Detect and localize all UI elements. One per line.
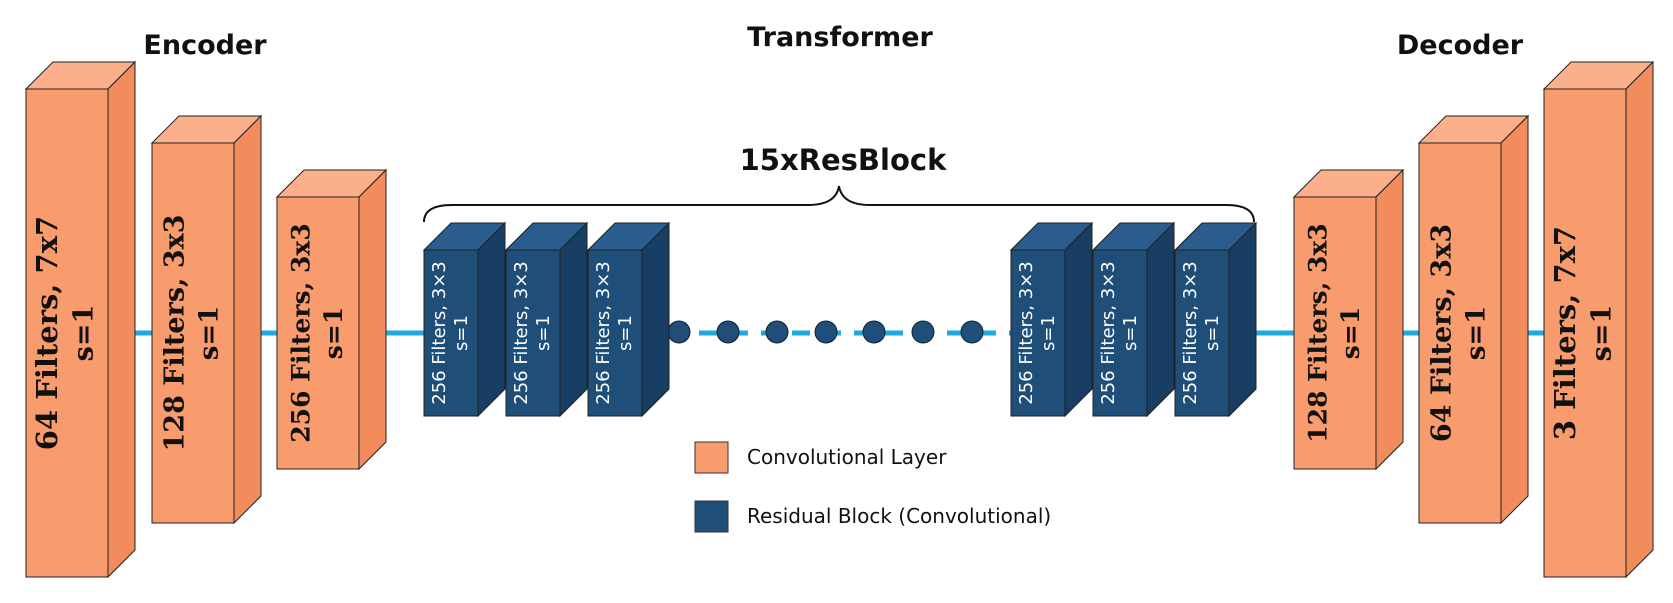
ellipsis-dot	[765, 320, 789, 344]
resblock-group-label: 15xResBlock	[740, 143, 947, 177]
legend-swatch-conv	[694, 441, 729, 474]
resblock-right-1-label-line1: 256 Filters, 3×3	[1016, 261, 1037, 404]
resblock-right-2-front-face	[1092, 249, 1148, 417]
decoder-conv-layer-2-label-line1: 64 Filters, 3x3	[1427, 224, 1458, 442]
resblock-brace	[423, 185, 1255, 223]
resblock-right-3-label-line2: s=1	[1202, 315, 1223, 351]
ellipsis-dot	[862, 320, 886, 344]
encoder-conv-layer-2-label-line1: 128 Filters, 3x3	[160, 215, 191, 452]
encoder-conv-layer-1-front-face	[25, 88, 109, 578]
decoder-conv-layer-1-label-line1: 128 Filters, 3x3	[1303, 223, 1332, 442]
encoder-conv-layer-2-label-line2: s=1	[195, 306, 225, 361]
encoder-conv-layer-3-side-face	[358, 168, 387, 471]
encoder-conv-layer-3-label-line1: 256 Filters, 3x3	[286, 223, 315, 442]
decoder-conv-layer-2-label-line2: s=1	[1462, 306, 1492, 361]
encoder-conv-layer-1-side-face	[107, 60, 136, 579]
resblock-right-1-side-face	[1064, 221, 1093, 418]
resblock-left-1-front-face	[423, 249, 479, 417]
ellipsis-dot	[960, 320, 984, 344]
legend-label-conv: Convolutional Layer	[747, 445, 947, 469]
ellipsis-dot	[911, 320, 935, 344]
ellipsis-dot	[667, 320, 691, 344]
ellipsis-dot	[814, 320, 838, 344]
decoder-conv-layer-2-side-face	[1500, 114, 1529, 525]
resblock-left-2-side-face	[559, 221, 588, 418]
resblock-right-3-label-line1: 256 Filters, 3×3	[1180, 261, 1201, 404]
resblock-left-1-label-line2: s=1	[451, 315, 472, 351]
encoder-conv-layer-1-label-line1: 64 Filters, 7x7	[30, 216, 64, 450]
ellipsis-dot	[716, 320, 740, 344]
legend-swatch-res	[694, 500, 729, 533]
decoder-conv-layer-3-label-line2: s=1	[1587, 305, 1618, 362]
resblock-right-3-front-face	[1174, 249, 1230, 417]
decoder-conv-layer-1-label-line2: s=1	[1336, 307, 1365, 359]
decoder-title: Decoder	[1397, 30, 1524, 61]
encoder-conv-layer-1-label-line2: s=1	[69, 305, 100, 362]
decoder-conv-layer-3-front-face	[1543, 88, 1627, 578]
decoder-conv-layer-3-side-face	[1625, 60, 1654, 579]
decoder-conv-layer-2-front-face	[1418, 142, 1502, 524]
resblock-right-2-side-face	[1146, 221, 1175, 418]
resblock-right-1-label-line2: s=1	[1038, 315, 1059, 351]
encoder-conv-layer-3-front-face	[276, 196, 360, 470]
resblock-left-3-label-line1: 256 Filters, 3×3	[593, 261, 614, 404]
resblock-left-3-front-face	[587, 249, 643, 417]
decoder-conv-layer-1-side-face	[1375, 168, 1404, 471]
transformer-title: Transformer	[747, 22, 933, 53]
resblock-left-1-label-line1: 256 Filters, 3×3	[429, 261, 450, 404]
resblock-left-2-front-face	[505, 249, 561, 417]
encoder-title: Encoder	[143, 30, 267, 61]
resblock-left-1-side-face	[477, 221, 506, 418]
encoder-conv-layer-2-front-face	[151, 142, 235, 524]
resblock-left-3-side-face	[641, 221, 670, 418]
resblock-right-1-front-face	[1010, 249, 1066, 417]
resblock-left-3-label-line2: s=1	[615, 315, 636, 351]
encoder-conv-layer-2-side-face	[233, 114, 262, 525]
encoder-conv-layer-3-label-line2: s=1	[319, 307, 348, 359]
legend: Convolutional Layer Residual Block (Conv…	[694, 441, 1051, 533]
resblock-left-2-label-line2: s=1	[533, 315, 554, 351]
ellipsis-dots	[667, 320, 984, 344]
resblock-right-3-side-face	[1228, 221, 1257, 418]
resblock-left-2-label-line1: 256 Filters, 3×3	[511, 261, 532, 404]
decoder-conv-layer-1-front-face	[1293, 196, 1377, 470]
decoder-conv-layer-3-label-line1: 3 Filters, 7x7	[1548, 226, 1582, 440]
legend-label-res: Residual Block (Convolutional)	[747, 504, 1051, 528]
resblock-right-2-label-line2: s=1	[1120, 315, 1141, 351]
resblock-right-2-label-line1: 256 Filters, 3×3	[1098, 261, 1119, 404]
